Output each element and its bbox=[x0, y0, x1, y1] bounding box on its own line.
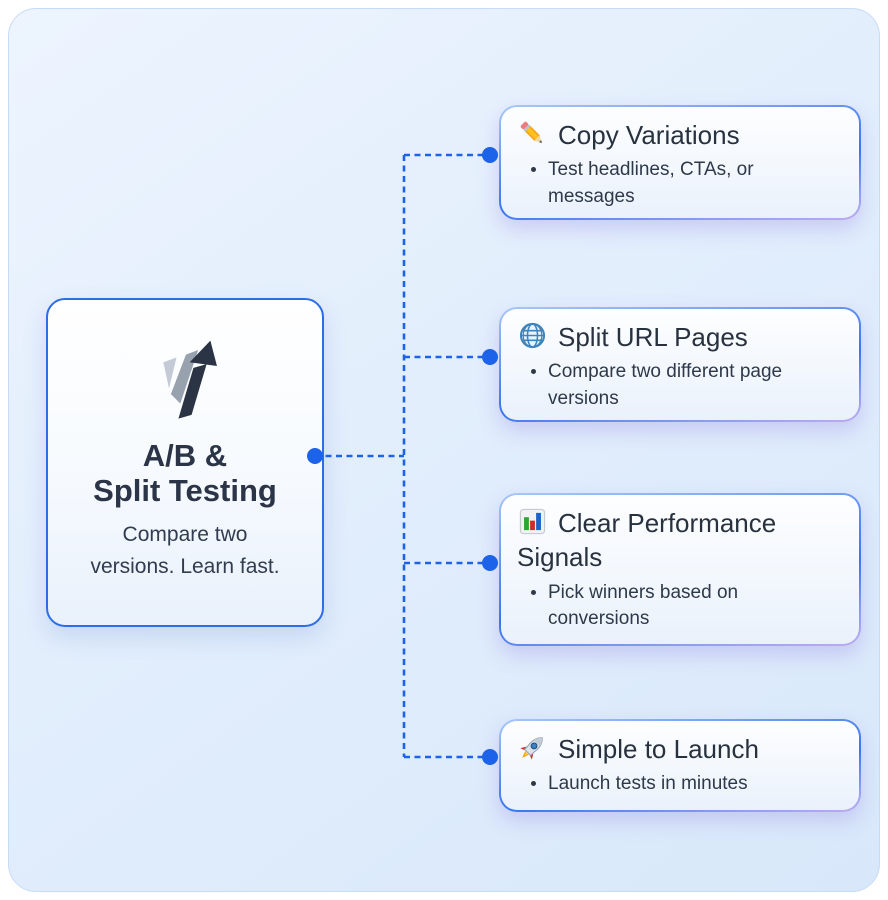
branch-title: Clear Performance Signals bbox=[517, 508, 777, 573]
branch-title: Split URL Pages bbox=[517, 320, 841, 354]
trend-arrow-icon bbox=[163, 340, 217, 419]
bullet-item: Test headlines, CTAs, or messages bbox=[548, 157, 841, 210]
branch-node-copy-variations[interactable]: Copy Variations Test headlines, CTAs, or… bbox=[499, 105, 861, 220]
branch-bullets: Pick winners based on conversions bbox=[517, 580, 841, 633]
branch-node-simple-to-launch[interactable]: Simple to Launch Launch tests in minutes bbox=[499, 719, 861, 812]
root-node-title: A/B & Split Testing bbox=[93, 438, 277, 509]
branch-node-split-url-pages[interactable]: Split URL Pages Compare two different pa… bbox=[499, 307, 861, 422]
rocket-icon bbox=[520, 737, 543, 760]
root-node-subtitle: Compare two versions. Learn fast. bbox=[90, 523, 280, 578]
globe-icon bbox=[519, 322, 546, 349]
root-node-card[interactable]: A/B & Split Testing Compare two versions… bbox=[46, 298, 324, 627]
bullet-item: Launch tests in minutes bbox=[548, 771, 841, 798]
branch-title: Simple to Launch bbox=[517, 732, 841, 766]
branch-bullets: Launch tests in minutes bbox=[517, 771, 841, 798]
pencil-icon bbox=[520, 121, 542, 143]
bullet-item: Pick winners based on conversions bbox=[548, 580, 841, 633]
branch-title: Copy Variations bbox=[517, 118, 841, 152]
bar-chart-icon bbox=[519, 508, 546, 535]
branch-bullets: Compare two different page versions bbox=[517, 359, 841, 412]
mindmap-canvas: A/B & Split Testing Compare two versions… bbox=[8, 8, 880, 892]
branch-node-clear-performance-signals[interactable]: Clear Performance Signals Pick winners b… bbox=[499, 493, 861, 646]
bullet-item: Compare two different page versions bbox=[548, 359, 841, 412]
branch-bullets: Test headlines, CTAs, or messages bbox=[517, 157, 841, 210]
